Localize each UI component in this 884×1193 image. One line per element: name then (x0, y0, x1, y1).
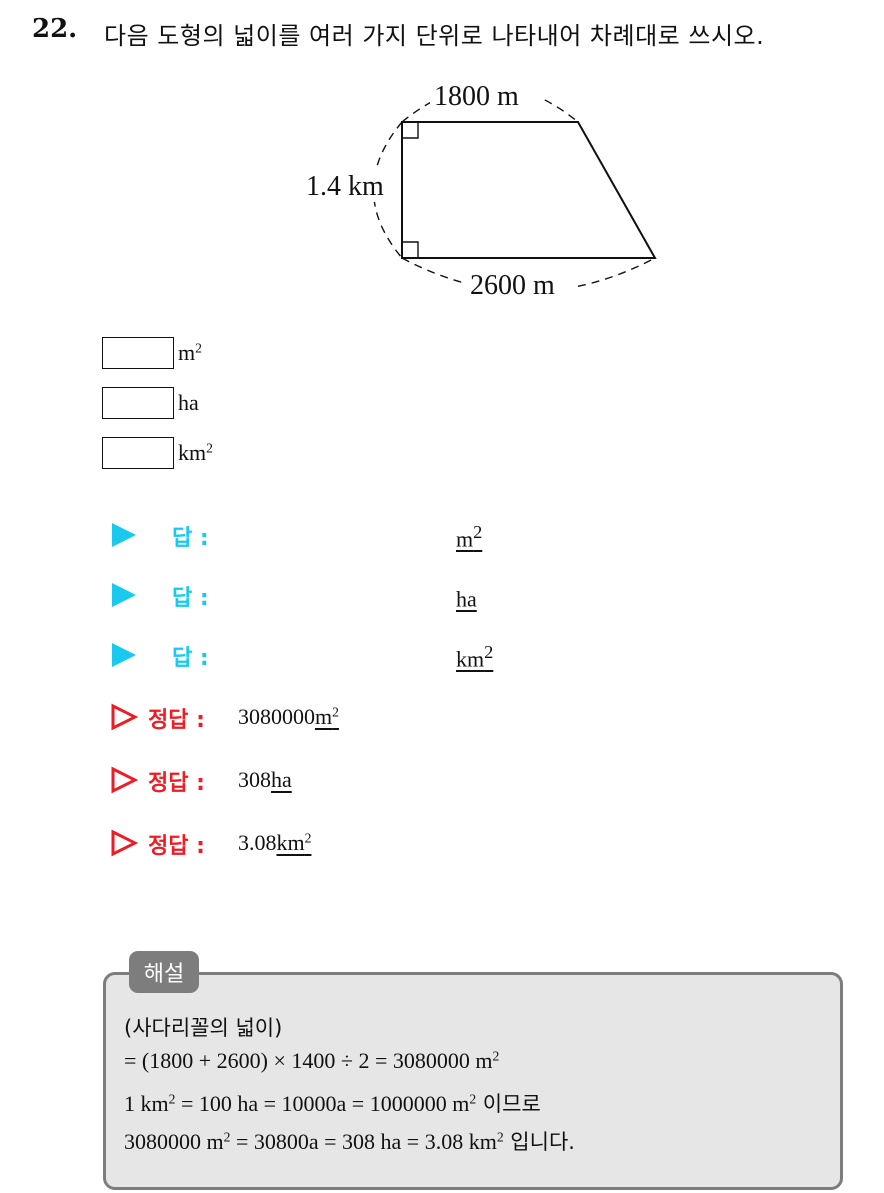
trapezoid-figure: 1800 m 1.4 km 2600 m (304, 80, 657, 301)
solution-box (103, 972, 843, 1190)
answer-unit[interactable]: m2 (456, 522, 483, 552)
blank-unit: m2 (178, 340, 202, 365)
solution-line-4: 3080000 m2 = 30800a = 308 ha = 3.08 km2 … (124, 1129, 575, 1154)
question-number: 22. (32, 14, 78, 44)
blank-row-km2: km2 (102, 436, 213, 470)
solution-line-3: 1 km2 = 100 ha = 10000a = 1000000 m2 이므로 (124, 1091, 541, 1116)
correct-row-km2: 정답 : 3.08km2 (108, 828, 608, 860)
side-length-label: 1.4 km (306, 171, 384, 202)
trapezoid-shape (401, 121, 657, 259)
correct-value: 3080000m2 (238, 704, 339, 729)
answer-row-km2: 답 : km2 (108, 640, 608, 672)
solution-tab: 해설 (129, 951, 199, 993)
outline-triangle-icon (111, 829, 138, 857)
blank-row-m2: m2 (102, 336, 202, 370)
solution-line-1: (사다리꼴의 넓이) (124, 1016, 283, 1040)
outline-triangle-icon (111, 766, 138, 794)
correct-label: 정답 : (148, 771, 205, 796)
correct-row-ha: 정답 : 308ha (108, 765, 608, 797)
blank-row-ha: ha (102, 386, 199, 420)
blank-box[interactable] (102, 437, 174, 469)
blank-unit: km2 (178, 440, 213, 465)
question-text: 다음 도형의 넓이를 여러 가지 단위로 나타내어 차례대로 쓰시오. (104, 22, 765, 50)
answer-label: 답 : (172, 646, 209, 671)
play-triangle-icon (112, 583, 136, 607)
bottom-length-label: 2600 m (470, 270, 555, 301)
right-angle-mark-bottom (402, 241, 419, 258)
top-length-label: 1800 m (434, 81, 519, 112)
answer-row-m2: 답 : m2 (108, 520, 608, 552)
answer-row-ha: 답 : ha (108, 580, 608, 612)
outline-triangle-icon (111, 703, 138, 731)
play-triangle-icon (112, 523, 136, 547)
answer-unit[interactable]: ha (456, 586, 477, 612)
answer-label: 답 : (172, 526, 209, 551)
play-triangle-icon (112, 643, 136, 667)
correct-value: 3.08km2 (238, 830, 312, 855)
correct-row-m2: 정답 : 3080000m2 (108, 702, 608, 734)
correct-label: 정답 : (148, 708, 205, 733)
blank-box[interactable] (102, 387, 174, 419)
correct-label: 정답 : (148, 834, 205, 859)
correct-value: 308ha (238, 767, 292, 792)
right-angle-mark-top (402, 122, 419, 139)
solution-line-2: = (1800 + 2600) × 1400 ÷ 2 = 3080000 m2 (124, 1048, 500, 1073)
answer-unit[interactable]: km2 (456, 642, 494, 672)
answer-label: 답 : (172, 586, 209, 611)
blank-unit: ha (178, 390, 199, 415)
blank-box[interactable] (102, 337, 174, 369)
